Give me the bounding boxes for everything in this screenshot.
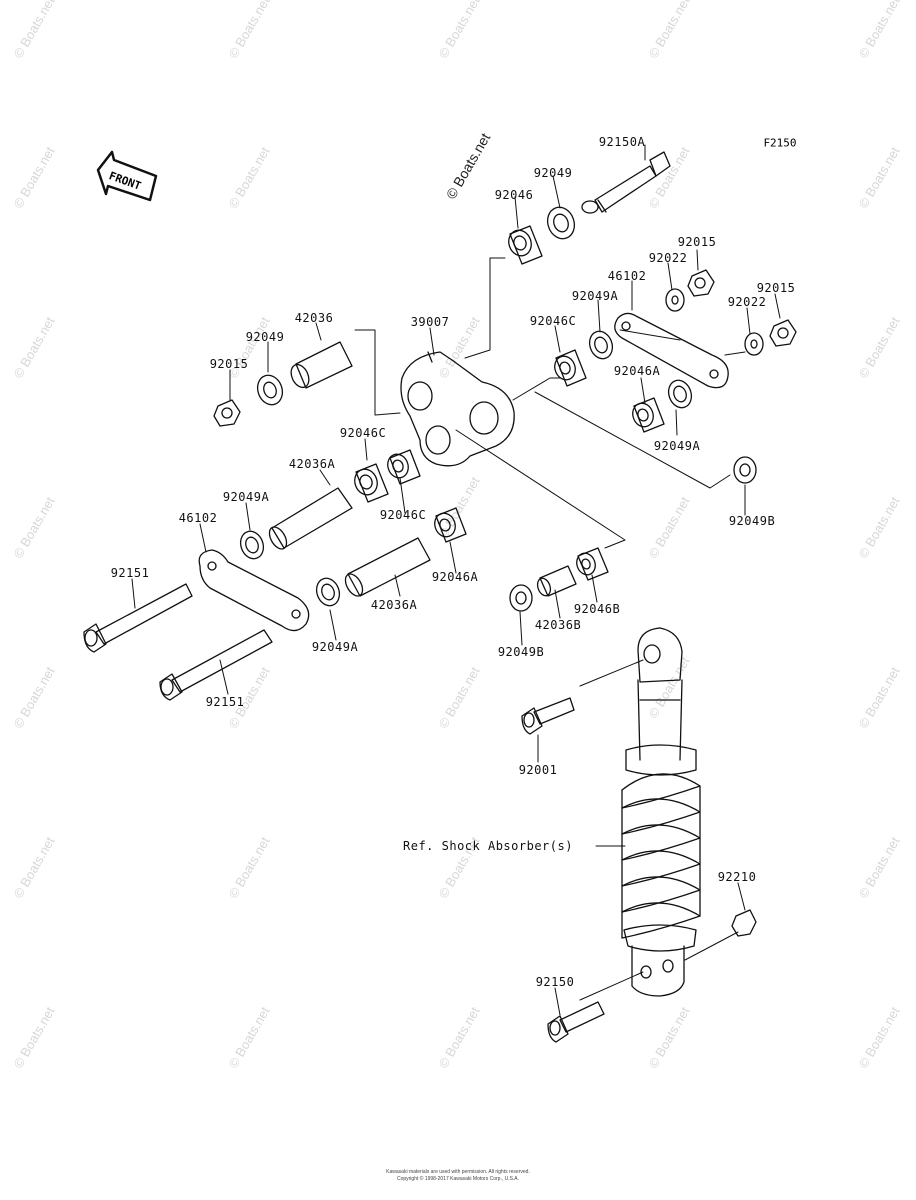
washer-92022-b xyxy=(744,332,764,356)
nut-92210 xyxy=(731,909,757,937)
part-label[interactable]: 92210 xyxy=(717,870,757,884)
bolt-92150 xyxy=(547,1001,605,1043)
nut-92015-left xyxy=(213,399,241,427)
part-label[interactable]: 92150 xyxy=(535,975,575,989)
part-label[interactable]: 92046A xyxy=(613,364,661,378)
part-label[interactable]: 46102 xyxy=(607,269,647,283)
nut-92015-b xyxy=(769,319,797,347)
bearing-92046a-right xyxy=(632,397,665,433)
part-label[interactable]: 92151 xyxy=(205,695,245,709)
link-46102-top xyxy=(614,312,729,389)
bolt-92001 xyxy=(521,697,575,735)
part-label[interactable]: 92022 xyxy=(727,295,767,309)
part-label[interactable]: 42036 xyxy=(294,311,334,325)
part-label[interactable]: 42036B xyxy=(534,618,582,632)
part-label[interactable]: 92001 xyxy=(518,763,558,777)
nut-92015-a xyxy=(687,269,715,297)
figure-code: F2150 xyxy=(763,136,797,150)
bearing-92046b xyxy=(576,547,609,581)
washer-92049a-left xyxy=(239,530,265,560)
part-label[interactable]: 92049B xyxy=(497,645,545,659)
part-label[interactable]: 92049B xyxy=(728,514,776,528)
part-label[interactable]: 39007 xyxy=(410,315,450,329)
bolt-92150a xyxy=(581,151,671,214)
leader-lines xyxy=(131,144,781,1016)
part-label[interactable]: 92046A xyxy=(431,570,479,584)
washer-92049a-lower xyxy=(315,577,341,607)
part-label[interactable]: 92049 xyxy=(245,330,285,344)
part-label[interactable]: 92049A xyxy=(222,490,270,504)
part-label[interactable]: 92049A xyxy=(571,289,619,303)
bearing-92046 xyxy=(508,225,543,265)
part-label[interactable]: 92150A xyxy=(598,135,646,149)
part-label[interactable]: 92022 xyxy=(648,251,688,265)
part-label[interactable]: 92046B xyxy=(573,602,621,616)
collar-42036a-upper xyxy=(268,487,353,550)
copyright-line: Kawasaki materials are used with permiss… xyxy=(386,1169,530,1175)
bolt-92151-upper xyxy=(83,583,193,653)
collar-42036a-lower xyxy=(344,537,431,597)
part-label[interactable]: 92015 xyxy=(677,235,717,249)
shock-absorber xyxy=(621,627,701,997)
bearing-92046c-right xyxy=(554,349,587,387)
washer-92049b-right xyxy=(733,456,757,484)
bearing-92046a-center xyxy=(434,507,467,543)
part-label[interactable]: 92046C xyxy=(529,314,577,328)
part-label[interactable]: 92046C xyxy=(379,508,427,522)
washer-92049a-top xyxy=(588,330,614,360)
part-label[interactable]: 92015 xyxy=(209,357,249,371)
part-label[interactable]: 92015 xyxy=(756,281,796,295)
reference-label: Ref. Shock Absorber(s) xyxy=(403,839,573,853)
collar-42036 xyxy=(290,341,353,389)
bolt-92151-lower xyxy=(159,629,273,701)
washer-92049b-lower xyxy=(509,584,533,612)
part-label[interactable]: 92049 xyxy=(533,166,573,180)
washer-92049a-right xyxy=(667,379,693,409)
rocker-arm-39007 xyxy=(400,351,515,467)
part-label[interactable]: 42036A xyxy=(370,598,418,612)
copyright-line: Copyright © 1998-2017 Kawasaki Motors Co… xyxy=(396,1176,520,1182)
part-label[interactable]: 92046 xyxy=(494,188,534,202)
washer-92022-a xyxy=(665,288,685,312)
washer-92049 xyxy=(546,206,576,240)
bearing-92046c-center xyxy=(354,463,389,503)
bearing-92046c-lower xyxy=(387,449,421,485)
part-label[interactable]: 92151 xyxy=(110,566,150,580)
part-label[interactable]: 46102 xyxy=(178,511,218,525)
part-label[interactable]: 92049A xyxy=(653,439,701,453)
link-46102-left xyxy=(198,549,310,632)
front-arrow-icon xyxy=(96,150,158,202)
part-label[interactable]: 92049A xyxy=(311,640,359,654)
washer-92049-left xyxy=(256,374,284,406)
part-label[interactable]: 42036A xyxy=(288,457,336,471)
collar-42036b xyxy=(536,565,577,597)
part-label[interactable]: 92046C xyxy=(339,426,387,440)
